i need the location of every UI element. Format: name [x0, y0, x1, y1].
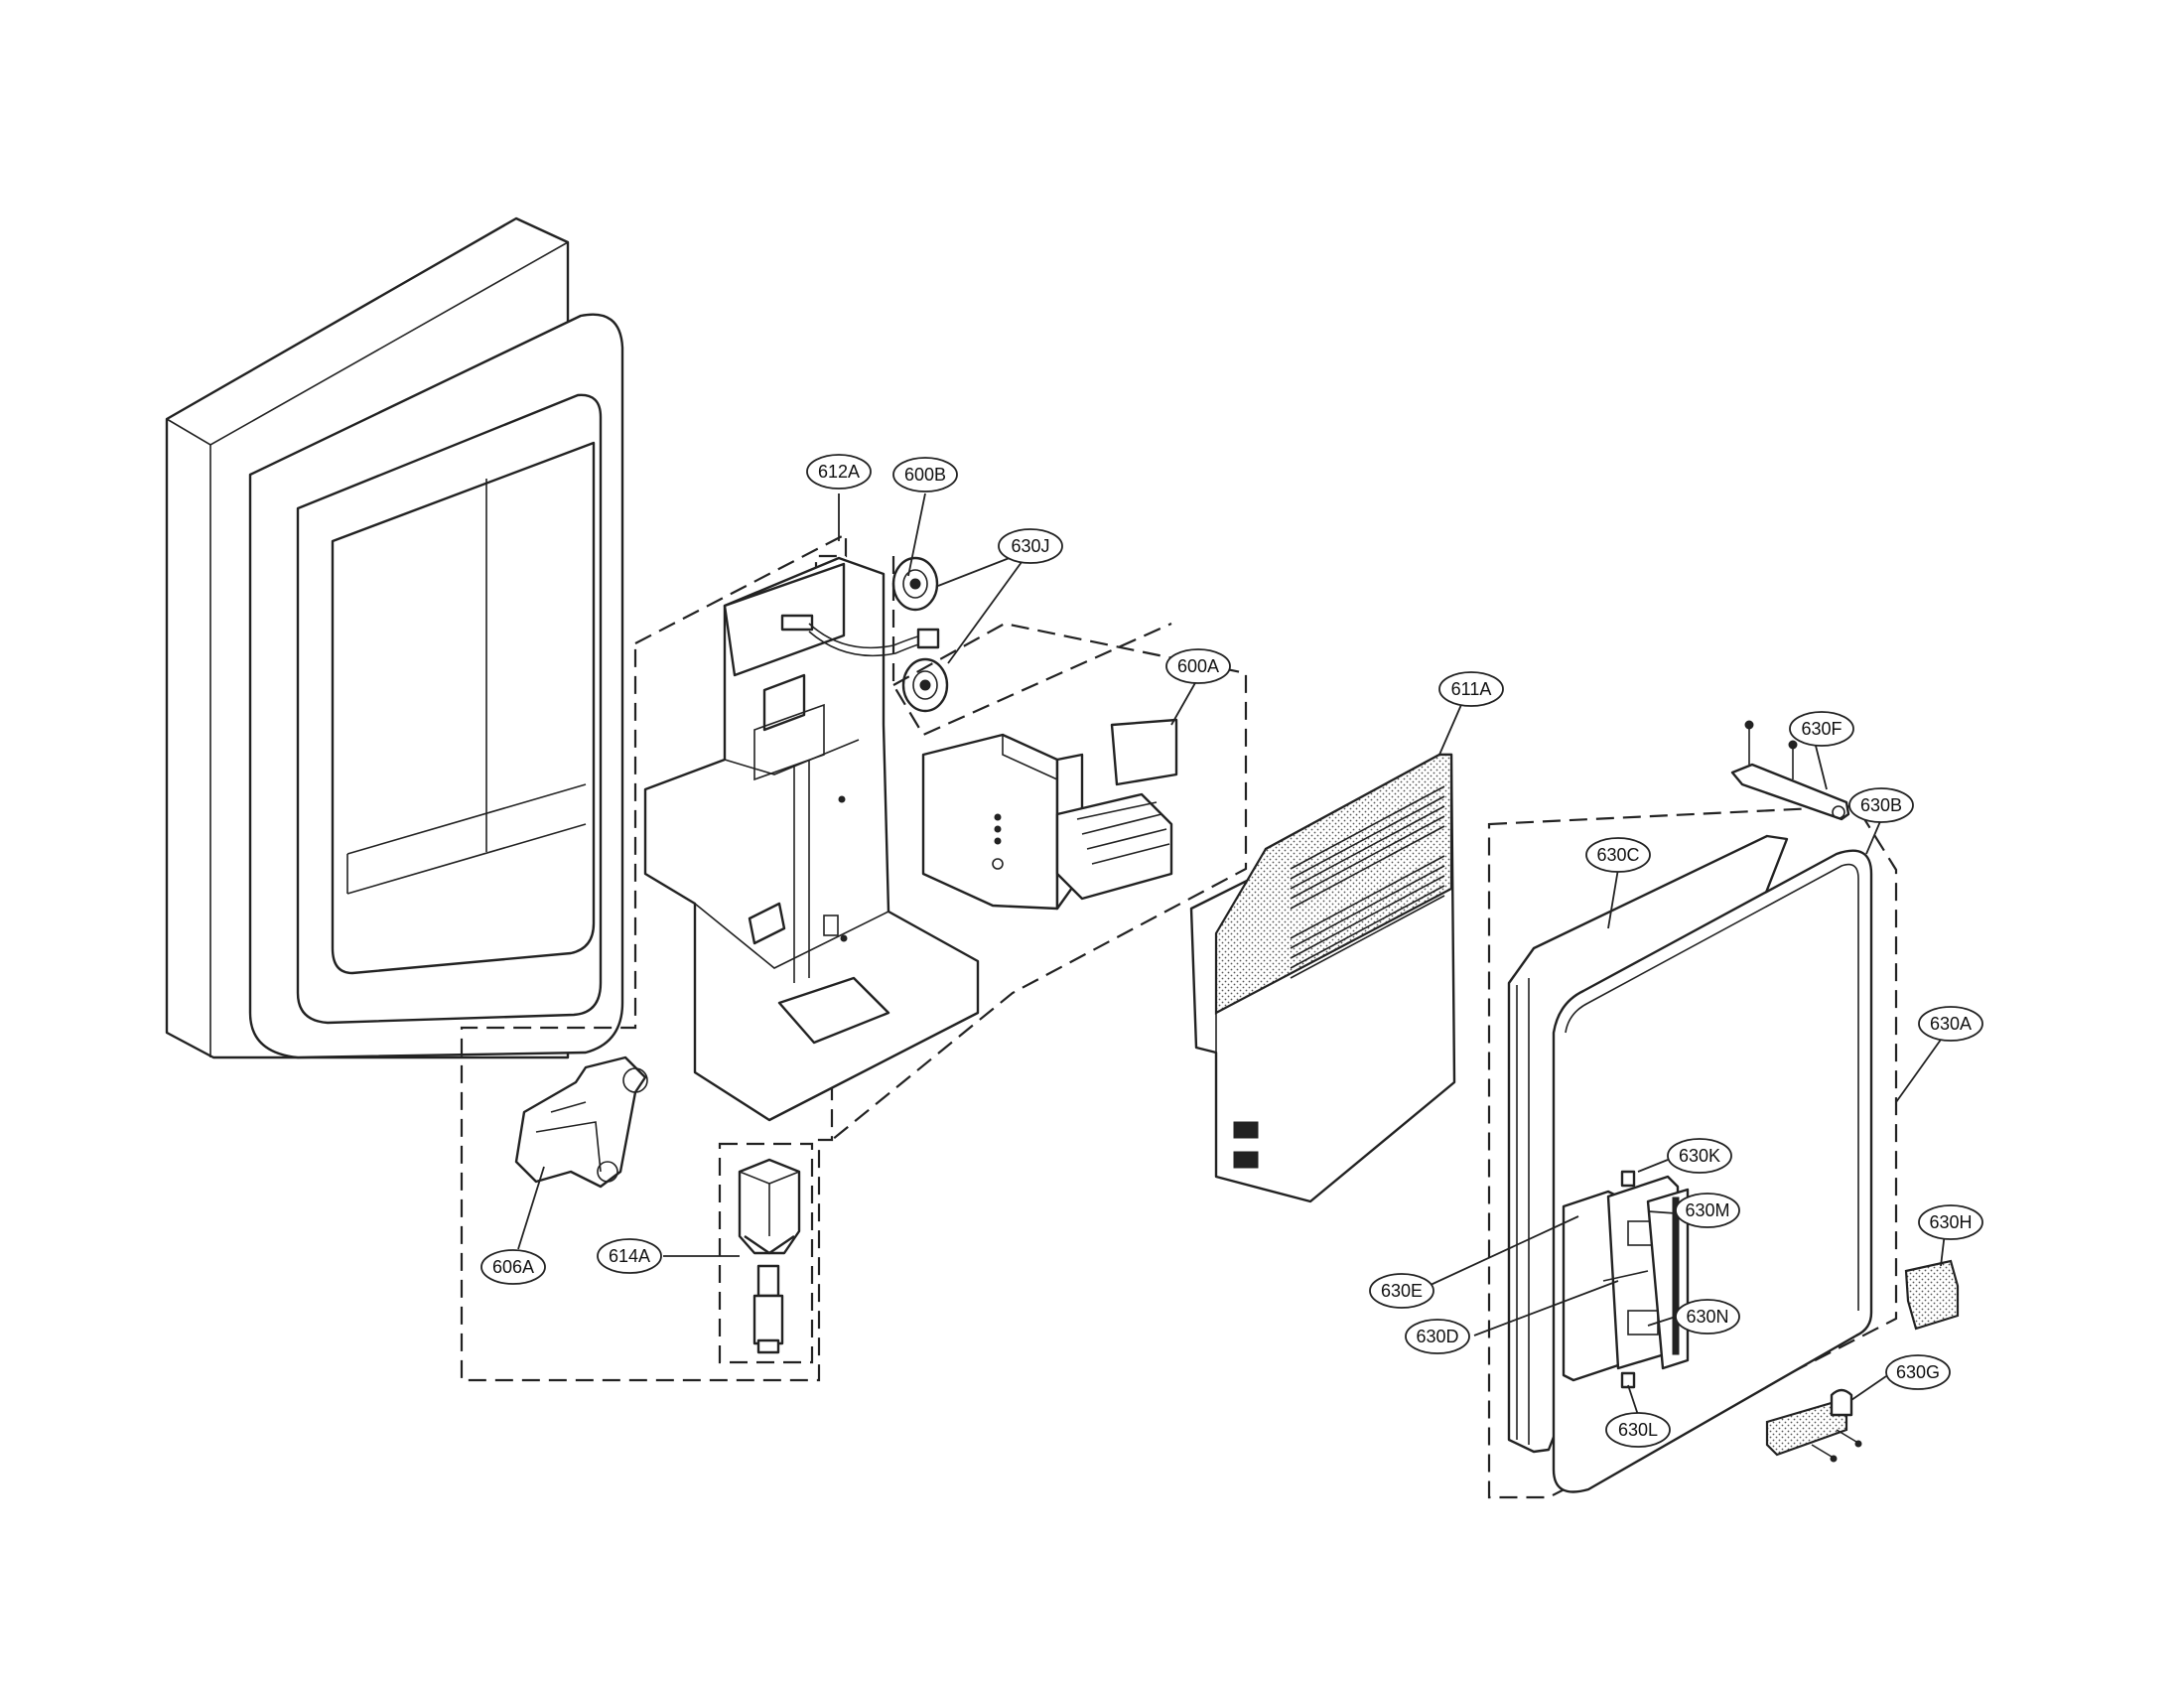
svg-text:630K: 630K [1679, 1146, 1720, 1166]
callout-630M: 630M [1675, 1193, 1740, 1228]
leader-lines [517, 492, 1947, 1416]
ice-maker-600A [921, 718, 1178, 911]
callout-630H: 630H [1918, 1204, 1983, 1240]
assembly-boundary-icemaker [831, 622, 1248, 1141]
hinge-cover-630H [1904, 1259, 1960, 1331]
svg-text:611A: 611A [1451, 679, 1492, 699]
svg-text:630H: 630H [1929, 1212, 1972, 1232]
callout-630G: 630G [1885, 1354, 1951, 1390]
svg-text:630A: 630A [1930, 1014, 1972, 1034]
assembly-boundary-dispenser [460, 532, 848, 1382]
callout-612A: 612A [806, 454, 872, 490]
callout-600B: 600B [892, 457, 958, 492]
hinge-rollers-630J [891, 556, 949, 713]
callout-600A: 600A [1165, 648, 1231, 684]
door-handle-assembly [1562, 1170, 1690, 1389]
callout-630K: 630K [1667, 1138, 1732, 1174]
svg-text:630G: 630G [1896, 1362, 1940, 1382]
svg-text:614A: 614A [609, 1246, 650, 1266]
svg-text:630B: 630B [1860, 795, 1902, 815]
svg-text:600B: 600B [904, 465, 946, 485]
dispenser-housing-612A [643, 556, 980, 1122]
assembly-boundary-door [1487, 804, 1898, 1499]
solenoid-614A [738, 1158, 801, 1354]
vent-slots [1290, 785, 1445, 979]
svg-text:630M: 630M [1685, 1200, 1729, 1220]
svg-text:606A: 606A [492, 1257, 534, 1277]
svg-text:630N: 630N [1686, 1307, 1728, 1327]
callout-630N: 630N [1675, 1299, 1740, 1335]
callout-606A: 606A [480, 1249, 546, 1285]
callout-630A: 630A [1918, 1006, 1983, 1042]
callout-630E: 630E [1369, 1273, 1434, 1309]
assembly-boundary-solenoid [718, 1142, 814, 1364]
svg-text:600A: 600A [1177, 656, 1219, 676]
callout-630B: 630B [1848, 787, 1914, 823]
callout-630L: 630L [1605, 1412, 1671, 1448]
auger-motor-606A [514, 1055, 648, 1189]
upper-hinge-630F [1730, 720, 1850, 821]
callout-630C: 630C [1585, 837, 1651, 873]
svg-text:630E: 630E [1381, 1281, 1423, 1301]
door-outer-panel [165, 216, 624, 1059]
svg-text:630L: 630L [1618, 1420, 1658, 1440]
ice-chute-cover-611A [1189, 753, 1456, 1203]
lower-hinge-630G [1765, 1388, 1862, 1463]
callout-630J: 630J [998, 528, 1063, 564]
svg-text:612A: 612A [818, 462, 860, 482]
svg-text:630F: 630F [1801, 719, 1842, 739]
callout-630D: 630D [1405, 1319, 1470, 1354]
assembly-boundary-rollers [891, 556, 1172, 737]
svg-text:630J: 630J [1011, 536, 1049, 556]
callout-630F: 630F [1789, 711, 1854, 747]
svg-text:630D: 630D [1416, 1327, 1458, 1346]
svg-text:630C: 630C [1596, 845, 1639, 865]
callout-614A: 614A [597, 1238, 662, 1274]
callout-611A: 611A [1438, 671, 1504, 707]
